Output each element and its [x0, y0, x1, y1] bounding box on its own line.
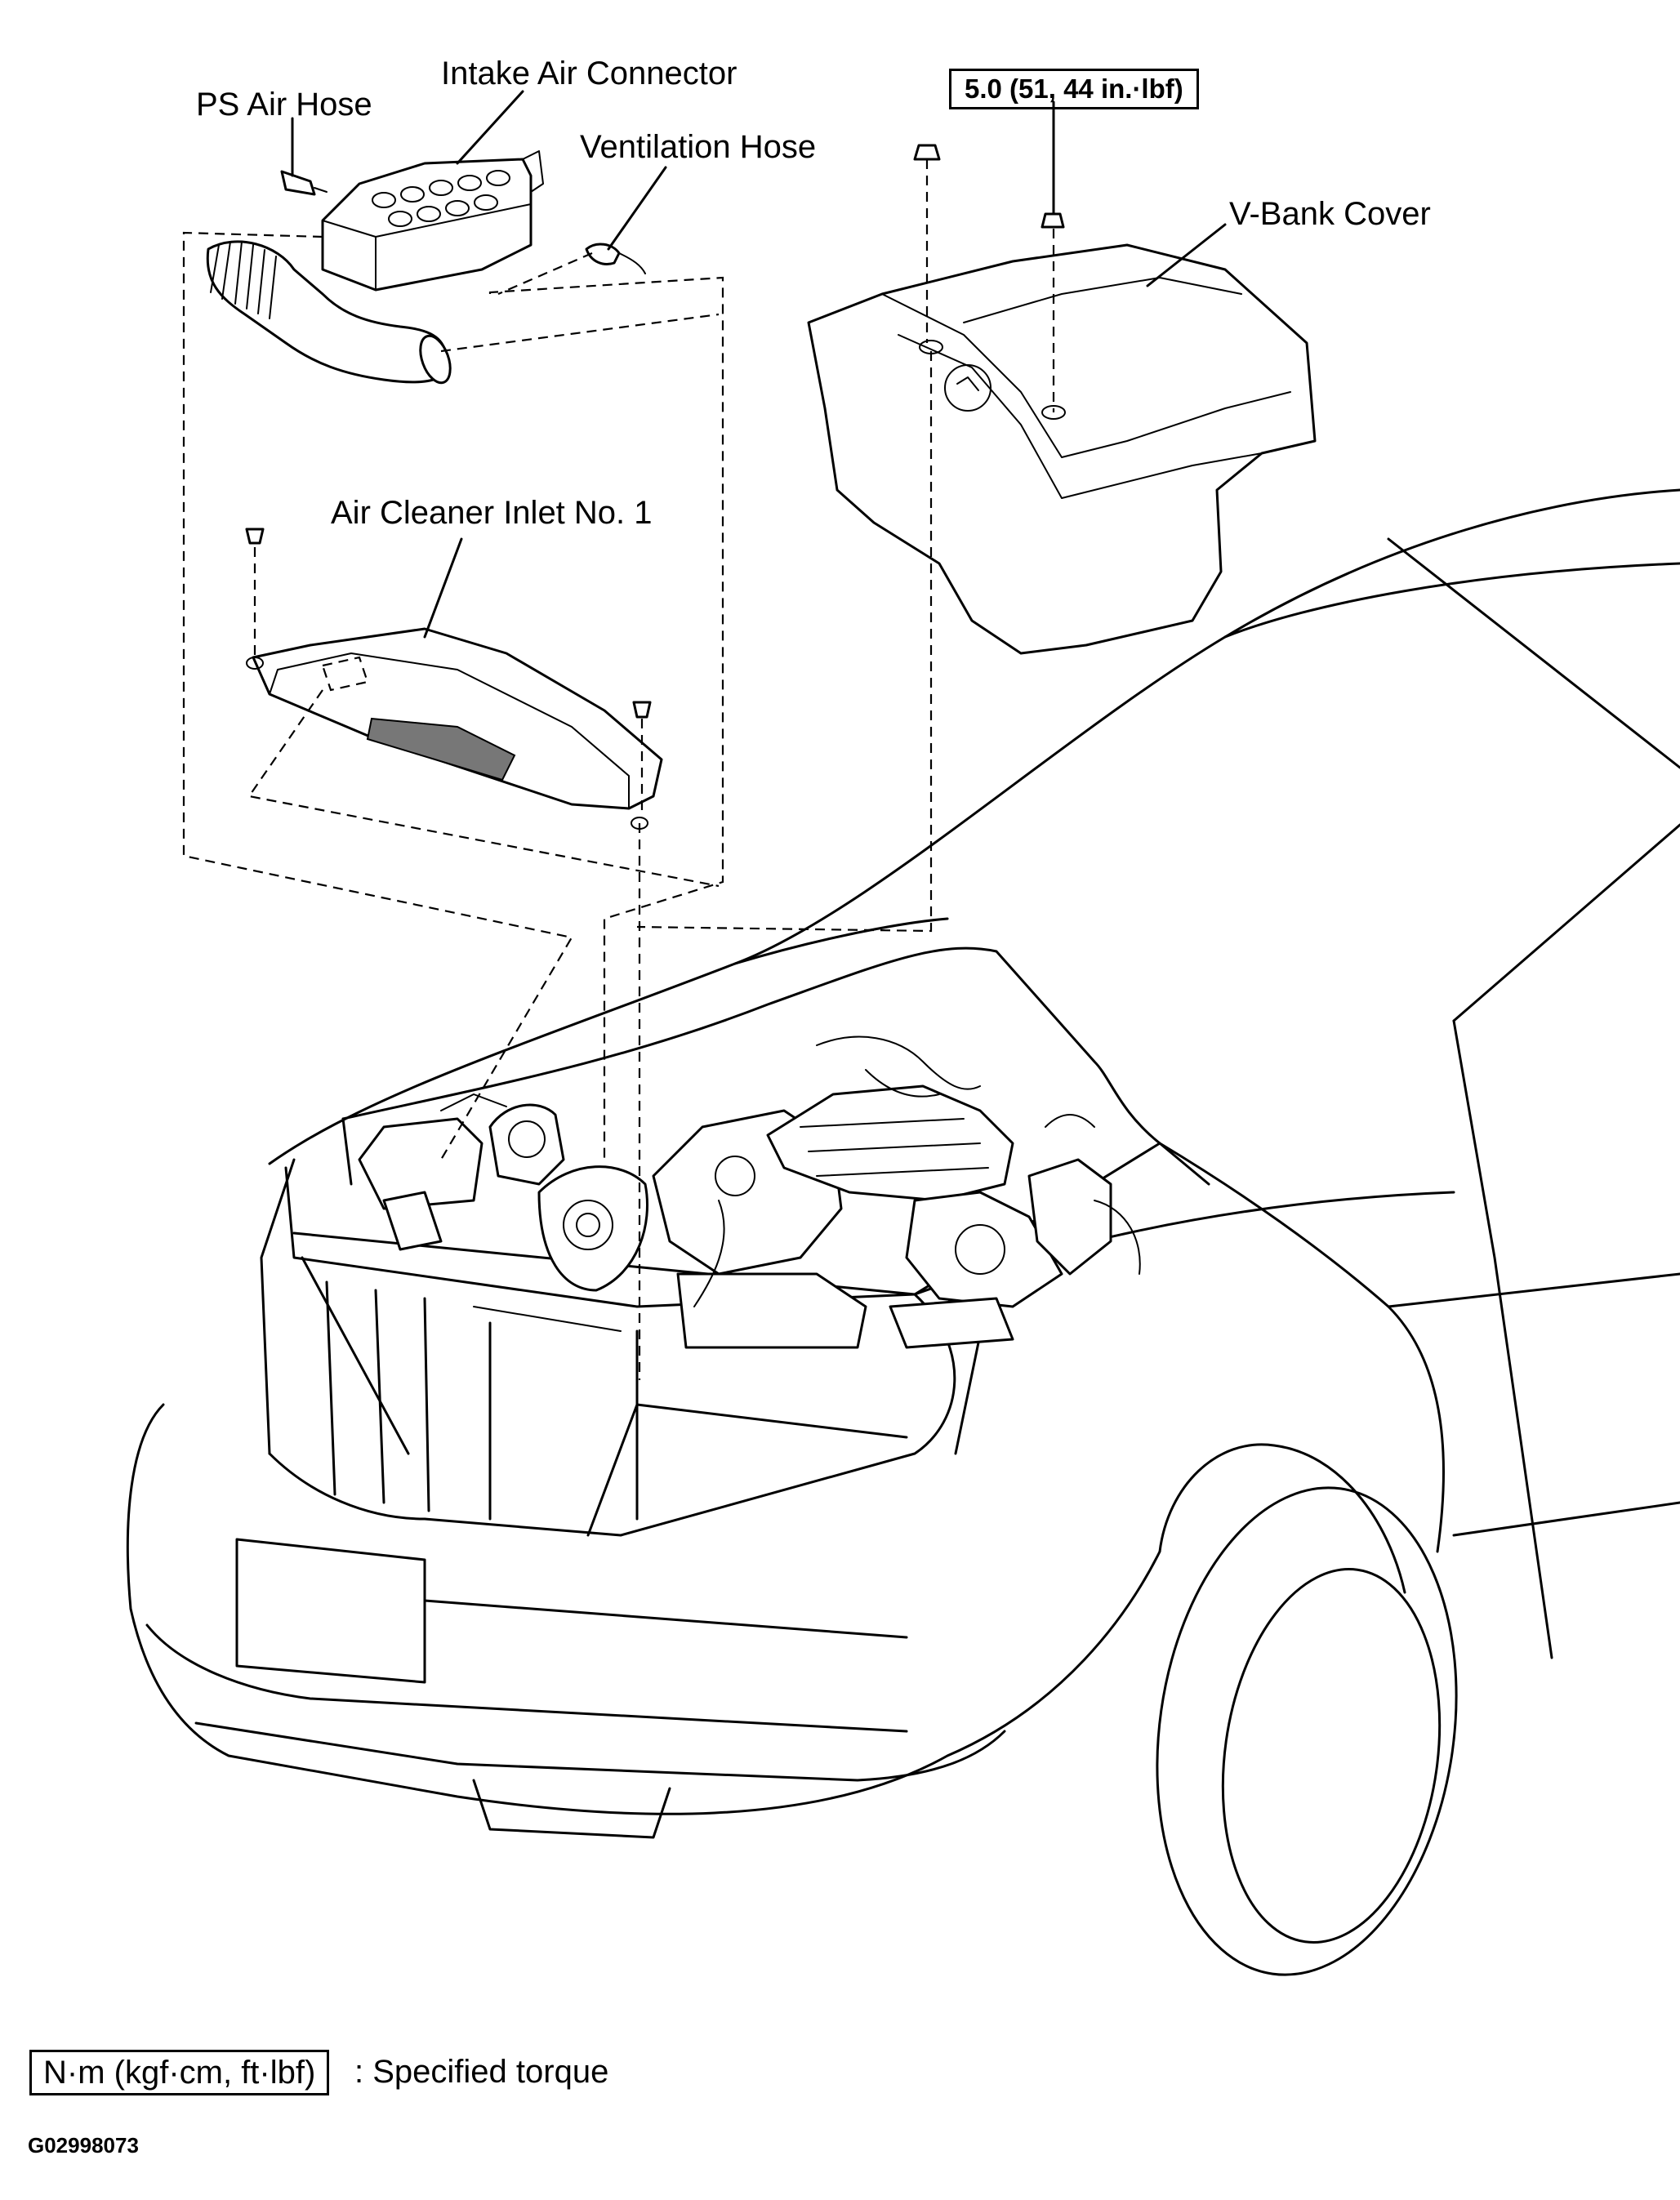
- ventilation-hose-label: Ventilation Hose: [580, 129, 817, 165]
- legend-unit-box: N·m (kgf·cm, ft·lbf): [29, 2050, 330, 2095]
- assembly-guide-lines: [182, 159, 1055, 1380]
- air-cleaner-inlet-part: [245, 528, 663, 830]
- intake-air-connector-label: Intake Air Connector: [441, 56, 738, 91]
- figure-code: G02998073: [28, 2133, 139, 2158]
- leader-lines: [291, 90, 1227, 639]
- intake-air-connector-part: [206, 150, 646, 385]
- ps-air-hose-label: PS Air Hose: [196, 87, 372, 122]
- torque-spec-box: 5.0 (51, 44 in.·lbf): [949, 69, 1199, 109]
- engine-illustration: [358, 1035, 1141, 1349]
- air-cleaner-inlet-label: Air Cleaner Inlet No. 1: [331, 495, 653, 531]
- v-bank-cover-part: [807, 144, 1317, 655]
- v-bank-cover-label: V-Bank Cover: [1229, 196, 1431, 232]
- legend-description: : Specified torque: [354, 2054, 609, 2090]
